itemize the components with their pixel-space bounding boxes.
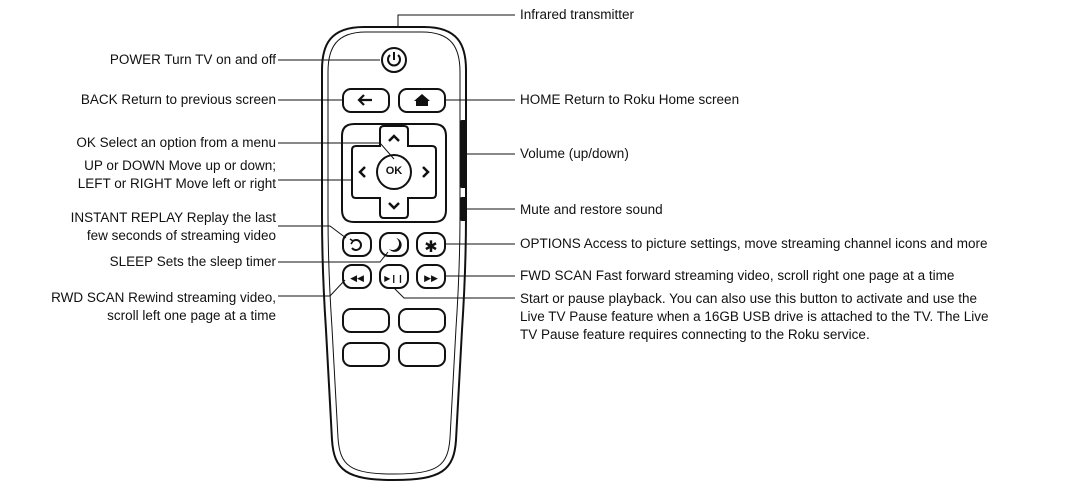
sleep-moon-icon [389,238,402,252]
label-rwd-2: scroll left one page at a time [107,308,276,323]
label-options: OPTIONS Access to picture settings, move… [520,236,988,251]
remote-inner-outline [327,31,461,475]
label-sleep: SLEEP Sets the sleep timer [109,254,276,269]
label-replay-1: INSTANT REPLAY Replay the last [70,210,276,225]
label-mute: Mute and restore sound [520,202,663,217]
label-fwd: FWD SCAN Fast forward streaming video, s… [520,268,955,283]
label-ok: OK Select an option from a menu [76,135,276,150]
mute-side-button [460,197,467,221]
back-arrow-icon [357,94,372,106]
sleep-button [379,232,409,257]
label-infrared: Infrared transmitter [520,7,635,22]
rewind-icon: ◀◀ [350,274,364,284]
replay-button [342,232,372,257]
label-play-2: Live TV Pause feature when a 16GB USB dr… [520,309,989,324]
home-icon [414,94,430,106]
power-icon [387,54,401,67]
label-play-3: TV Pause feature requires connecting to … [520,327,870,342]
ok-button [376,154,412,190]
up-arrow-icon [388,134,400,142]
label-volume: Volume (up/down) [520,146,629,161]
down-arrow-icon [388,202,400,210]
left-arrow-icon [358,166,366,178]
ok-button-label: OK [385,165,403,177]
leader-lines-right [393,14,515,299]
shortcut-button-1 [342,308,390,333]
label-home: HOME Return to Roku Home screen [520,92,740,107]
rewind-button [342,264,372,289]
fast-forward-icon: ▶▶ [424,274,438,284]
right-arrow-icon [422,166,430,178]
options-star-icon: ✱ [424,237,437,256]
shortcut-button-3 [342,342,390,367]
shortcut-button-2 [398,308,446,333]
label-updown-1: UP or DOWN Move up or down; [84,158,276,173]
play-pause-icon: ▶❙❙ [384,274,404,283]
shortcut-button-4 [398,342,446,367]
label-back: BACK Return to previous screen [80,92,276,107]
label-updown-2: LEFT or RIGHT Move left or right [77,176,276,191]
label-play-1: Start or pause playback. You can also us… [520,291,978,306]
volume-side-button [460,120,467,188]
label-replay-2: few seconds of streaming video [86,228,276,243]
replay-icon [351,239,362,251]
label-rwd-1: RWD SCAN Rewind streaming video, [51,290,276,305]
label-power: POWER Turn TV on and off [109,52,276,67]
leader-lines-left [278,59,395,297]
